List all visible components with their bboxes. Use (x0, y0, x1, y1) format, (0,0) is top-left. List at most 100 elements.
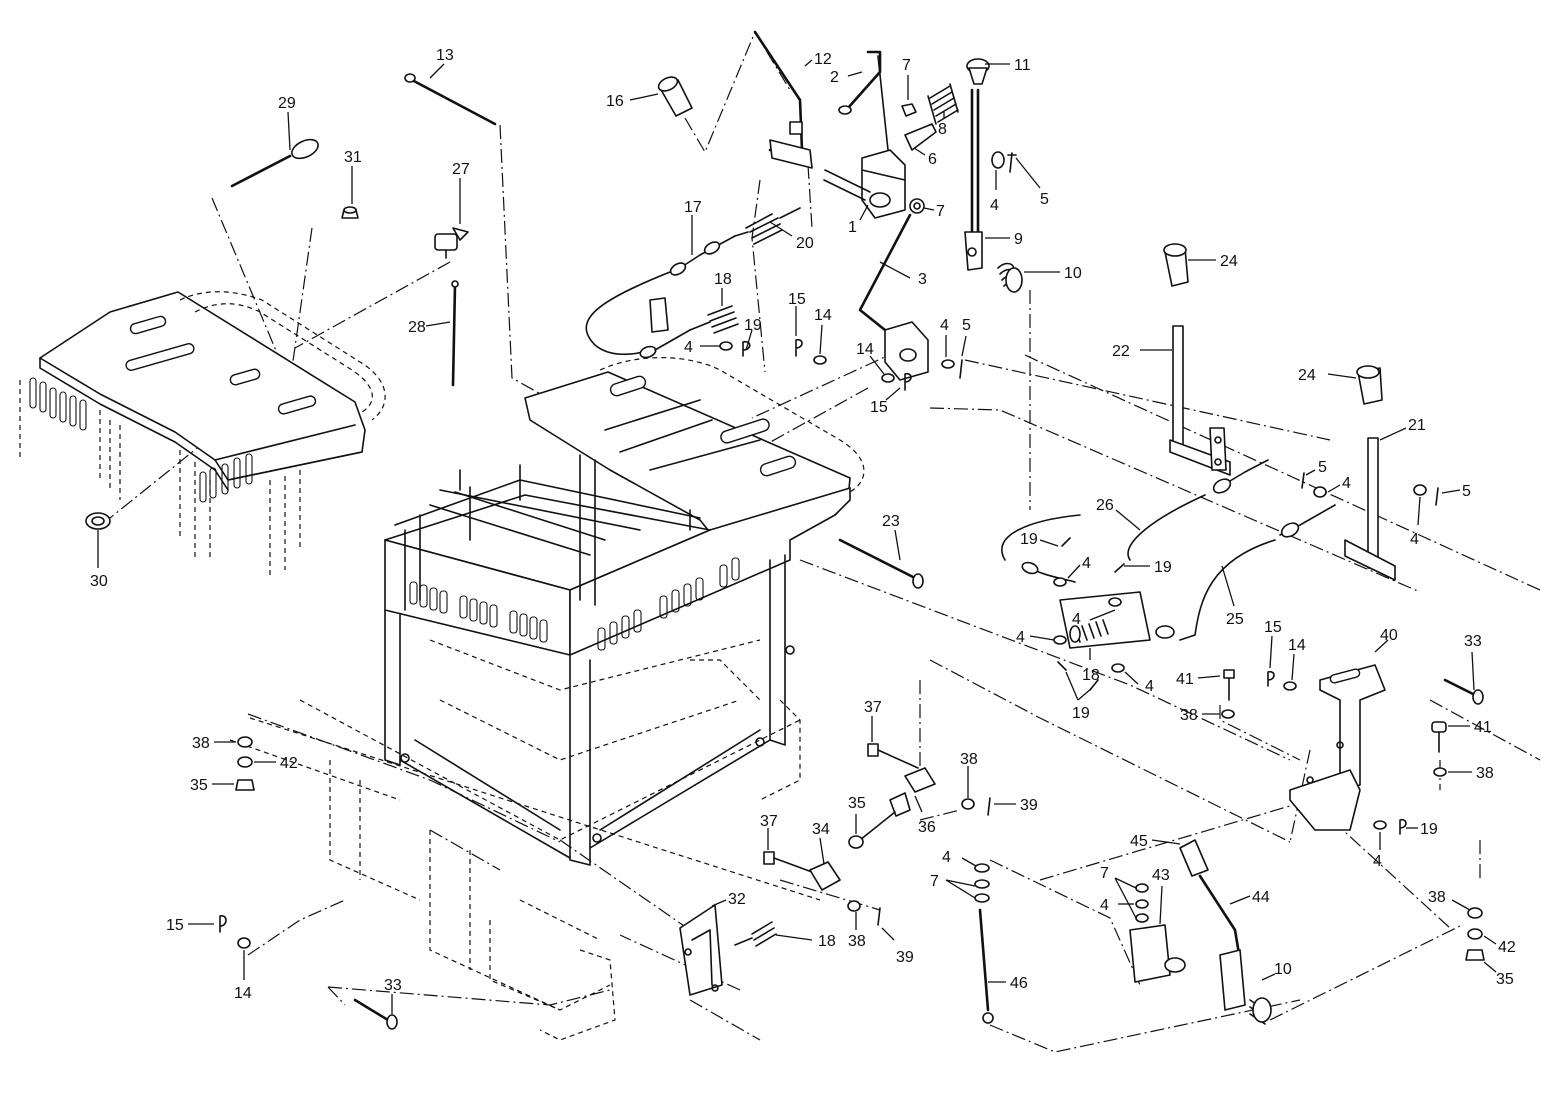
part-chain-18 (1021, 561, 1076, 583)
svg-text:22: 22 (1112, 343, 1130, 360)
part-bolt-41b (1431, 721, 1447, 753)
part-spring-18c (734, 921, 777, 947)
callout-16: 16 (606, 93, 659, 110)
svg-text:4: 4 (684, 339, 693, 356)
callout-4b: 4 (684, 339, 720, 356)
callout-4c: 4 (940, 317, 949, 357)
svg-text:21: 21 (1408, 417, 1426, 434)
part-rod-28 (451, 280, 459, 387)
callout-29: 29 (278, 95, 296, 151)
svg-text:31: 31 (344, 149, 362, 166)
svg-text:14: 14 (234, 985, 252, 1002)
part-washer-4d (1313, 486, 1327, 498)
main-frame (229, 357, 865, 1041)
part-cable-17 (585, 235, 736, 359)
callout-19e: 19 (1406, 821, 1438, 838)
svg-text:25: 25 (1226, 611, 1244, 628)
svg-text:38: 38 (1476, 765, 1494, 782)
part-washer-4k (974, 863, 990, 873)
part-pin-19b (1061, 537, 1071, 547)
callout-5b: 5 (961, 317, 971, 357)
callout-28: 28 (408, 319, 451, 336)
callout-14c: 14 (1288, 637, 1306, 681)
part-bracket-1 (823, 149, 906, 219)
callout-46: 46 (988, 975, 1028, 992)
part-bracket-40 (1289, 664, 1386, 831)
part-washer-38a (237, 736, 253, 748)
callout-14d: 14 (234, 950, 252, 1002)
part-pin-39b (877, 907, 881, 926)
svg-text:4: 4 (1100, 897, 1109, 914)
callout-6: 6 (913, 147, 937, 168)
callout-24b: 24 (1298, 367, 1357, 384)
callout-19a: 19 (744, 317, 762, 351)
callout-26: 26 (1096, 497, 1141, 531)
part-nut-35a (235, 779, 255, 791)
part-washer-4h (1053, 635, 1067, 645)
svg-text:19: 19 (744, 317, 762, 334)
part-pin-15b (904, 372, 912, 391)
callout-4i: 4 (1373, 832, 1382, 870)
callout-4j: 4 (942, 849, 977, 867)
callout-12: 12 (804, 51, 832, 68)
part-rod-46 (978, 908, 994, 1024)
part-washer-4l (1135, 899, 1149, 909)
callout-44: 44 (1229, 889, 1270, 906)
svg-text:4: 4 (1342, 475, 1351, 492)
part-washer-38f (847, 900, 861, 912)
svg-text:39: 39 (1020, 797, 1038, 814)
svg-text:45: 45 (1130, 833, 1148, 850)
callout-35b: 35 (848, 795, 866, 834)
callout-10b: 10 (1261, 961, 1292, 981)
part-bracket-17b (649, 297, 669, 333)
callout-22: 22 (1112, 343, 1172, 360)
part-bracket-18 (1059, 591, 1151, 649)
svg-text:18: 18 (1082, 667, 1100, 684)
callout-13: 13 (429, 47, 454, 79)
part-pin-19c (1114, 563, 1125, 573)
svg-text:43: 43 (1152, 867, 1170, 884)
part-spring-18a (689, 305, 739, 334)
svg-text:37: 37 (864, 699, 882, 716)
svg-text:36: 36 (918, 819, 936, 836)
svg-text:38: 38 (848, 933, 866, 950)
svg-text:14: 14 (856, 341, 874, 358)
svg-text:4: 4 (1410, 531, 1419, 548)
callout-35c: 35 (1483, 961, 1514, 988)
callout-42a: 42 (254, 755, 298, 772)
part-pin-19a (742, 340, 751, 357)
part-knob-29 (230, 138, 319, 188)
part-pin-5d (1435, 487, 1439, 506)
svg-text:42: 42 (280, 755, 298, 772)
part-washer-38b (1221, 709, 1235, 719)
svg-text:37: 37 (760, 813, 778, 830)
part-lever-44 (1198, 874, 1246, 1011)
callout-20: 20 (769, 221, 814, 252)
part-spring-8 (927, 83, 959, 125)
callout-18a: 18 (714, 271, 732, 306)
callout-41a: 41 (1176, 671, 1221, 688)
svg-text:2: 2 (830, 69, 839, 86)
callout-33b: 33 (384, 977, 402, 1014)
part-pin-5c (1301, 472, 1305, 489)
svg-text:19: 19 (1420, 821, 1438, 838)
callout-18c: 18 (775, 933, 836, 950)
callout-3: 3 (879, 261, 927, 288)
part-link-34 (809, 861, 841, 891)
callout-37b: 37 (760, 813, 778, 850)
part-washer-38e (961, 798, 975, 810)
callout-2: 2 (830, 69, 863, 86)
part-washer-7e (1135, 883, 1149, 893)
svg-text:7: 7 (902, 57, 911, 74)
callout-5a: 5 (1015, 157, 1049, 208)
part-washer-4b (719, 341, 733, 351)
assembly-centerlines (104, 124, 1541, 1053)
part-bracket-32 (679, 904, 723, 996)
svg-text:4: 4 (942, 849, 951, 866)
callout-45: 45 (1130, 833, 1181, 850)
callout-4d: 4 (1327, 475, 1351, 493)
part-nut-7b (909, 198, 925, 214)
callout-5c: 5 (1305, 459, 1327, 476)
callout-15b: 15 (870, 387, 901, 416)
part-lever-22 (1163, 243, 1231, 476)
